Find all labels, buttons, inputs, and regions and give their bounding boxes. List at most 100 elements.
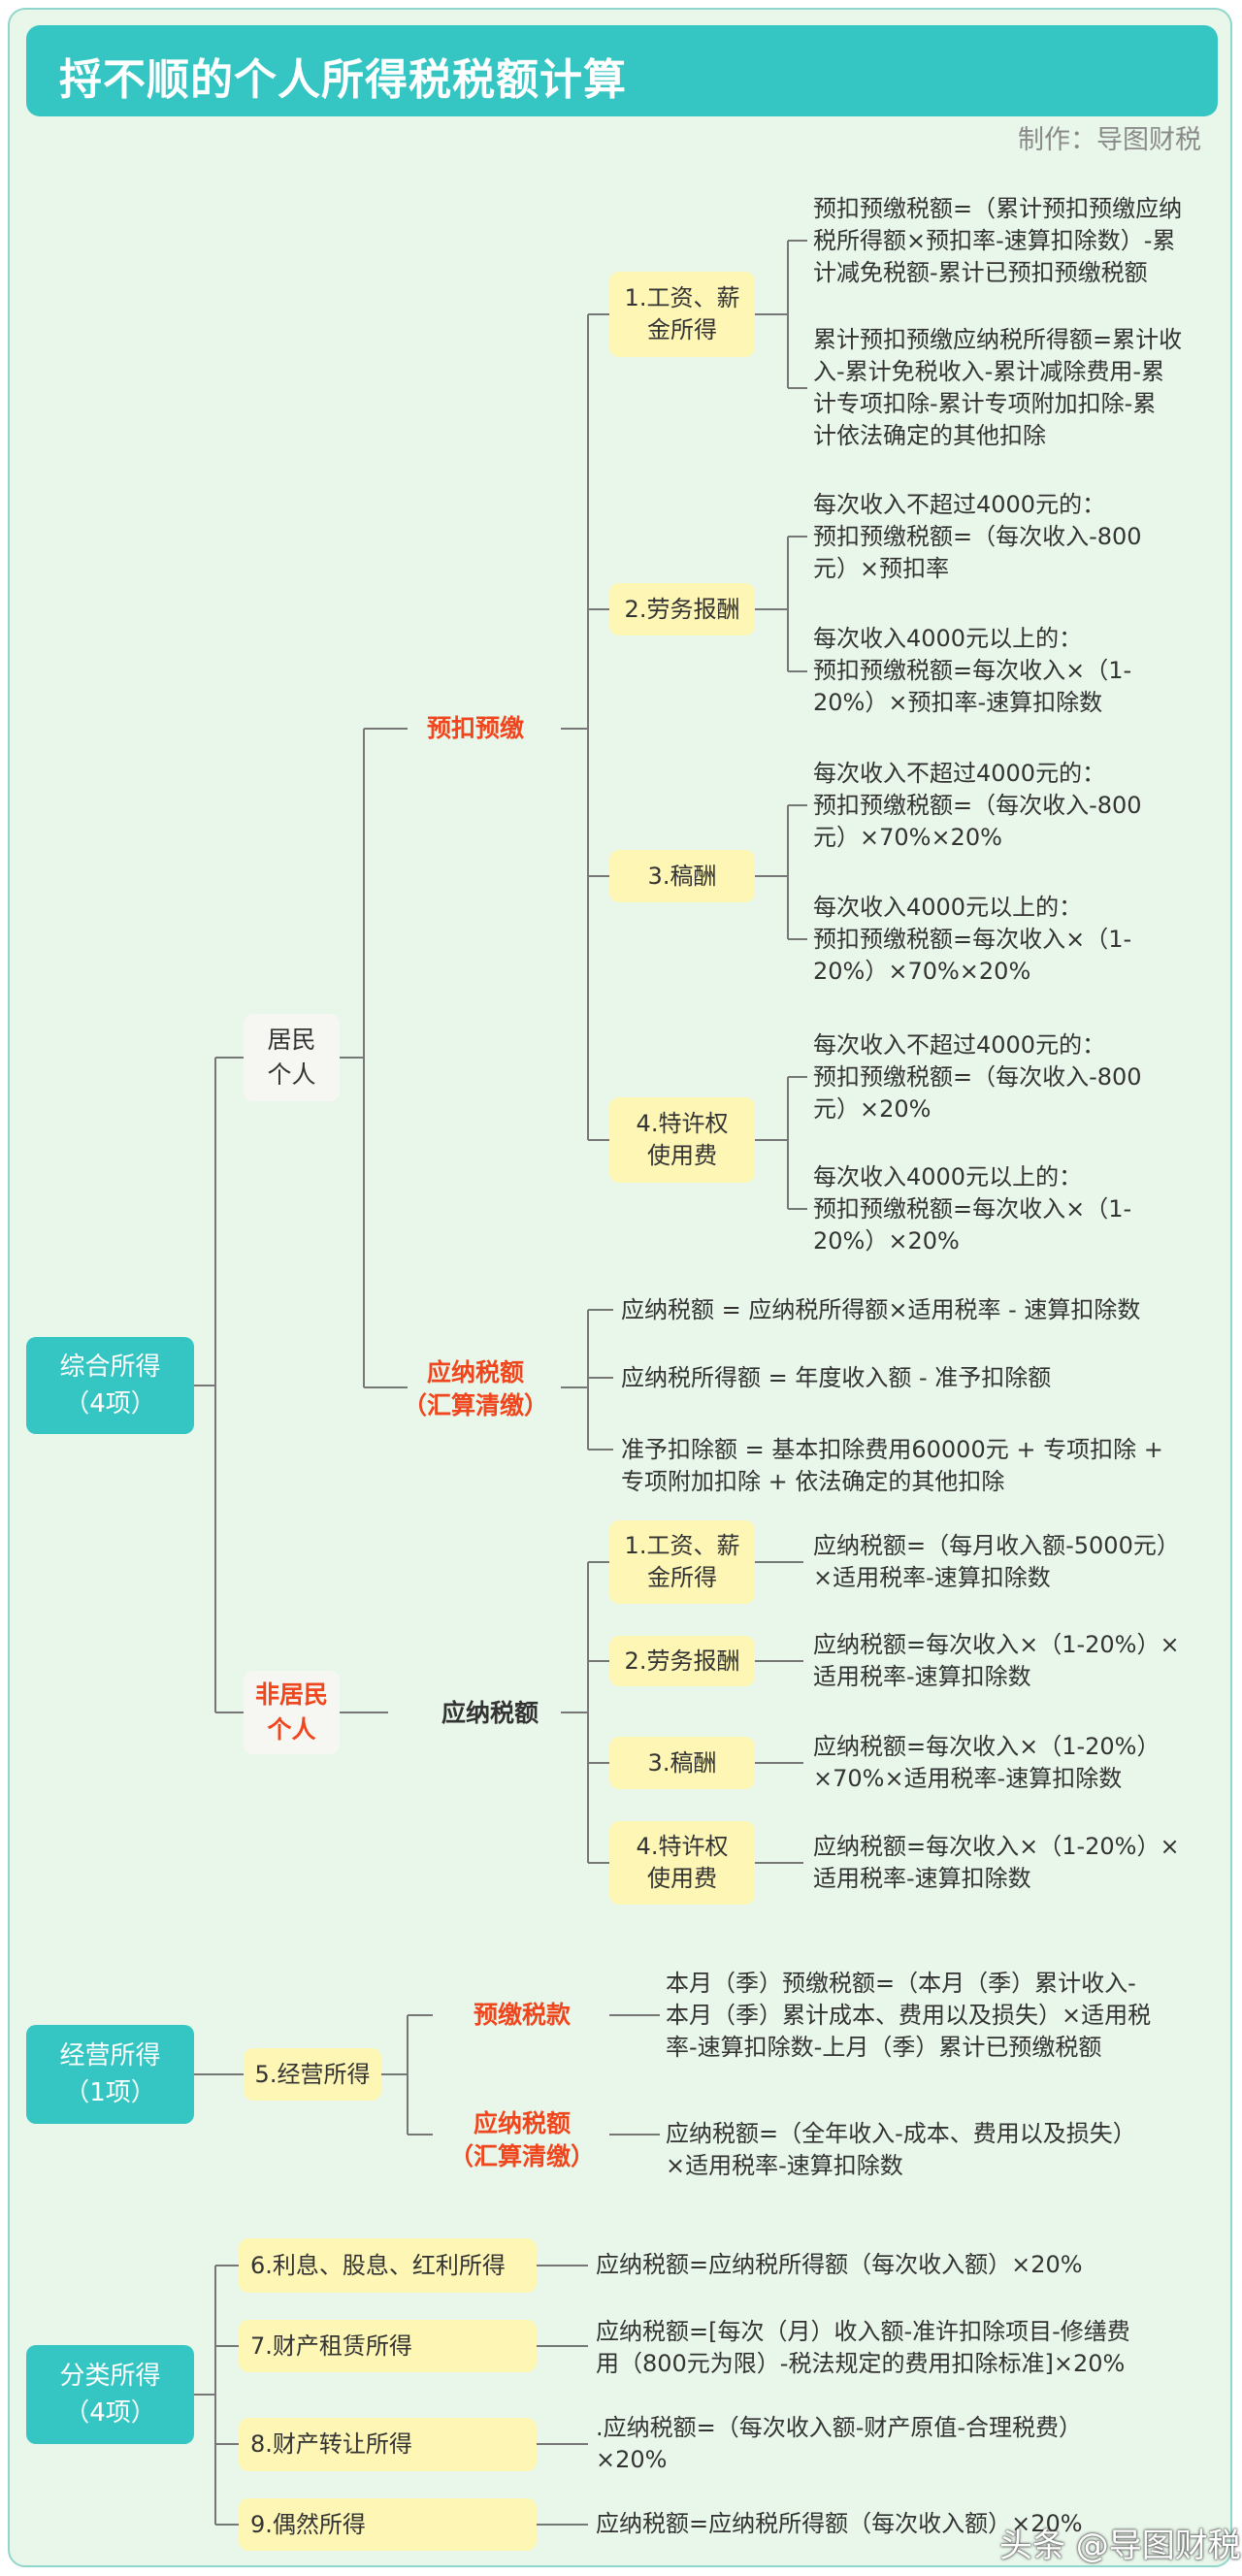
text-line: 个人 [267,1715,316,1744]
formula-transfer: .应纳税额=（每次收入额-财产原值-合理税费）×20% [596,2412,1082,2476]
text-line: 应纳税额=（每月收入额-5000元） [813,1532,1180,1559]
node-nonresident-tax: 应纳税额 [441,1697,539,1730]
formula-annual-1: 应纳税额 = 应纳税所得额×适用税率 - 速算扣除数 [621,1294,1140,1326]
text-line: 应纳税额 = 应纳税所得额×适用税率 - 速算扣除数 [621,1296,1141,1323]
text-block: 经营所得（1项） [59,2038,160,2111]
text-block: 应纳税额 （汇算清缴） [449,2107,595,2173]
text-block: 4.特许权使用费 [637,1108,729,1172]
text-line: 入-累计免税收入-累计减除费用-累 [813,358,1164,385]
text-line: 预扣预缴税额=（每次收入-800 [813,523,1142,550]
text-block: 准予扣除额 = 基本扣除费用60000元 + 专项扣除 +专项附加扣除 + 依法… [621,1434,1163,1498]
text-line: .应纳税额=（每次收入额-财产原值-合理税费） [596,2414,1083,2441]
text-line: 金所得 [647,1564,717,1591]
node-labor: 2.劳务报酬 [609,583,755,636]
text-block: 综合所得（4项） [59,1349,160,1422]
text-line: 计减免税额-累计已预扣预缴税额 [813,259,1148,286]
text-line: ×适用税率-速算扣除数 [813,1564,1051,1591]
text-line: 应纳税额 [441,1699,539,1727]
formula-rental: 应纳税额=[每次（月）收入额-准许扣除项目-修缮费用（800元为限）-税法规定的… [596,2316,1130,2380]
text-line: 9.偶然所得 [250,2510,366,2538]
node-wages: 1.工资、薪金所得 [609,272,755,357]
text-line: 3.稿酬 [647,862,717,890]
text-line: 适用税率-速算扣除数 [813,1663,1031,1690]
node-business-income: 经营所得（1项） [26,2025,194,2124]
text-block: 应纳税额=（每月收入额-5000元） ×适用税率-速算扣除数 [813,1530,1180,1594]
formula-nr-labor: 应纳税额=每次收入×（1-20%）×适用税率-速算扣除数 [813,1629,1180,1693]
node-incidental: 9.偶然所得 [239,2498,537,2551]
text-line: 计依法确定的其他扣除 [813,422,1046,449]
text-block: 应纳税额=应纳税所得额（每次收入额）×20% [596,2249,1083,2281]
text-line: 应纳税额=每次收入×（1-20%）× [813,1833,1180,1860]
text-line: （4项） [64,2398,156,2428]
watermark: 头条 @导图财税 [999,2527,1241,2565]
text-block: 1.工资、薪金所得 [625,1530,740,1594]
text-block: 应纳税所得额 = 年度收入额 - 准予扣除额 [621,1362,1051,1394]
text-line: 金所得 [647,316,717,343]
text-line: 4.特许权 [636,1833,729,1860]
text-block: 非居民个人 [255,1678,328,1747]
formula-nr-royalty: 应纳税额=每次收入×（1-20%）×适用税率-速算扣除数 [813,1831,1180,1895]
text-line: 专项附加扣除 + 依法确定的其他扣除 [621,1468,1005,1495]
text-line: 用（800元为限）-税法规定的费用扣除标准]×20% [596,2350,1126,2377]
text-line: 税所得额×预扣率-速算扣除数）-累 [813,227,1176,254]
formula-royalty-2: 每次收入4000元以上的：预扣预缴税额=每次收入×（1-20%）×20% [813,1161,1131,1257]
text-line: 每次收入不超过4000元的： [813,491,1106,518]
text-line: 应纳税额 [426,1358,525,1386]
text-block: 应纳税额=（全年收入-成本、费用以及损失）×适用税率-速算扣除数 [666,2118,1136,2182]
text-block: 9.偶然所得 [250,2509,366,2541]
mindmap-frame [8,8,1232,2567]
text-line: 预扣预缴税额=（每次收入-800 [813,792,1142,819]
node-nonresident: 非居民个人 [244,1671,340,1754]
text-line: 20%）×70%×20% [813,958,1031,985]
formula-business-annual: 应纳税额=（全年收入-成本、费用以及损失）×适用税率-速算扣除数 [666,2118,1136,2182]
text-line: 非居民 [254,1680,328,1709]
text-block: 预扣预缴 [427,712,524,745]
title-bar: 捋不顺的个人所得税税额计算 [26,25,1218,116]
text-line: 6.利息、股息、红利所得 [250,2251,506,2279]
text-line: 5.经营所得 [254,2060,371,2088]
text-block: 应纳税额（汇算清缴） [403,1356,548,1422]
text-block: 分类所得（4项） [59,2358,160,2431]
text-block: 应纳税额=每次收入×（1-20%）×适用税率-速算扣除数 [813,1831,1180,1895]
formula-wages-1: 预扣预缴税额=（累计预扣预缴应纳税所得额×预扣率-速算扣除数）-累计减免税额-累… [813,193,1182,289]
formula-interest: 应纳税额=应纳税所得额（每次收入额）×20% [596,2249,1083,2281]
text-line: 应纳税额=应纳税所得额（每次收入额）×20% [596,2251,1083,2278]
text-line: 每次收入4000元以上的： [813,625,1083,652]
text-block: 2.劳务报酬 [625,594,740,626]
text-line: 预扣预缴税额=每次收入×（1- [813,657,1132,684]
node-nr-wages: 1.工资、薪金所得 [609,1520,755,1604]
formula-nr-author: 应纳税额=每次收入×（1-20%）×70%×适用税率-速算扣除数 [813,1731,1160,1795]
text-line: 20%）×预扣率-速算扣除数 [813,689,1103,716]
text-block: 本月（季）预缴税额=（本月（季）累计收入-本月（季）累计成本、费用以及损失）×适… [666,1968,1151,2064]
node-transfer: 8.财产转让所得 [239,2418,537,2471]
text-block: 6.利息、股息、红利所得 [250,2250,506,2282]
formula-nr-wages: 应纳税额=（每月收入额-5000元） ×适用税率-速算扣除数 [813,1530,1180,1594]
text-line: ×70%×适用税率-速算扣除数 [813,1765,1123,1792]
text-block: 应纳税额 = 应纳税所得额×适用税率 - 速算扣除数 [621,1294,1140,1326]
text-line: 应纳税额 [473,2109,572,2137]
text-block: 3.稿酬 [648,861,717,893]
text-line: 应纳税所得额 = 年度收入额 - 准予扣除额 [621,1364,1052,1391]
text-line: （汇算清缴） [448,2142,596,2170]
node-comprehensive-income: 综合所得（4项） [26,1337,194,1434]
formula-wages-2: 累计预扣预缴应纳税所得额=累计收入-累计免税收入-累计减除费用-累计专项扣除-累… [813,324,1182,452]
text-line: 使用费 [647,1865,717,1892]
formula-annual-3: 准予扣除额 = 基本扣除费用60000元 + 专项扣除 +专项附加扣除 + 依法… [621,1434,1163,1498]
text-block: 应纳税额 [441,1697,539,1730]
node-resident: 居民个人 [244,1014,340,1101]
formula-author-1: 每次收入不超过4000元的： 预扣预缴税额=（每次收入-800 元）×70%×20% [813,758,1142,854]
text-block: 4.特许权使用费 [637,1831,729,1895]
text-line: 应纳税额=应纳税所得额（每次收入额）×20% [596,2510,1083,2537]
text-line: 元）×70%×20% [813,824,1002,851]
text-block: 5.经营所得 [255,2059,371,2091]
text-line: 预扣预缴税额=（每次收入-800 [813,1063,1142,1091]
node-interest: 6.利息、股息、红利所得 [239,2238,537,2293]
text-line: 每次收入不超过4000元的： [813,760,1106,787]
formula-annual-2: 应纳税所得额 = 年度收入额 - 准予扣除额 [621,1362,1051,1394]
text-block: 累计预扣预缴应纳税所得额=累计收入-累计免税收入-累计减除费用-累计专项扣除-累… [813,324,1182,452]
node-business-annual: 应纳税额 （汇算清缴） [449,2107,595,2173]
text-line: 1.工资、薪 [624,284,740,311]
text-line: 4.特许权 [636,1110,729,1137]
